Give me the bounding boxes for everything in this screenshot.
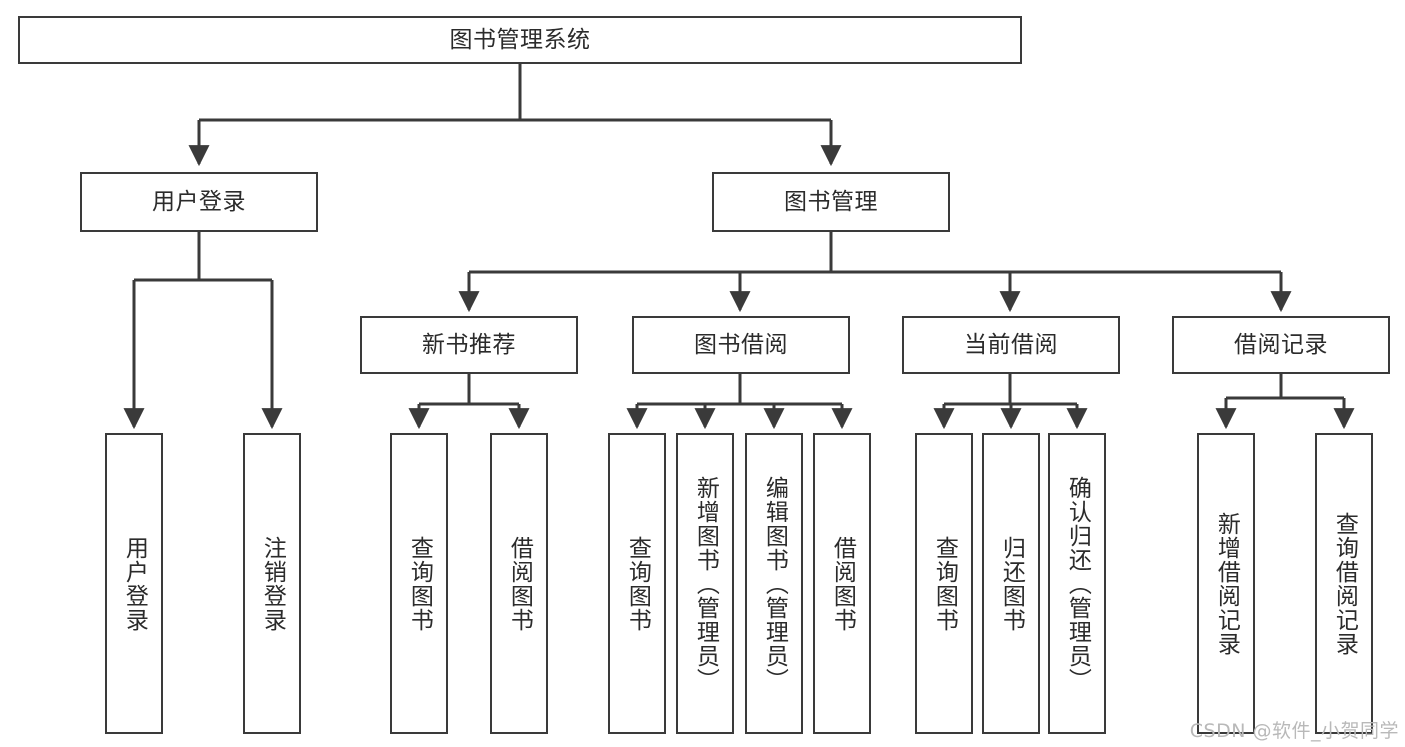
leaf-add-book-label: 新增图书（管理员） [692,475,719,692]
leaf-borrow-book-1[interactable]: 借阅图书 [490,433,548,734]
leaf-edit-book-label: 编辑图书（管理员） [761,475,788,692]
leaf-query-book-1[interactable]: 查询图书 [390,433,448,734]
node-borrow-record[interactable]: 借阅记录 [1172,316,1390,374]
leaf-query-record[interactable]: 查询借阅记录 [1315,433,1373,734]
node-book-borrow-label: 图书借阅 [694,331,788,358]
node-book-manage-label: 图书管理 [784,188,878,215]
leaf-logout-login[interactable]: 注销登录 [243,433,301,734]
leaf-add-record-label: 新增借阅记录 [1213,511,1240,656]
leaf-query-record-label: 查询借阅记录 [1331,511,1358,656]
node-book-borrow[interactable]: 图书借阅 [632,316,850,374]
node-root[interactable]: 图书管理系统 [18,16,1022,64]
leaf-logout-login-label: 注销登录 [259,535,286,632]
leaf-borrow-book-2[interactable]: 借阅图书 [813,433,871,734]
node-current-borrow[interactable]: 当前借阅 [902,316,1120,374]
leaf-add-book[interactable]: 新增图书（管理员） [676,433,734,734]
leaf-user-login-label: 用户登录 [121,535,148,632]
leaf-return-book[interactable]: 归还图书 [982,433,1040,734]
leaf-borrow-book-1-label: 借阅图书 [506,535,533,632]
node-current-borrow-label: 当前借阅 [964,331,1058,358]
leaf-query-book-2-label: 查询图书 [624,535,651,632]
node-new-book-recommend-label: 新书推荐 [422,331,516,358]
leaf-user-login[interactable]: 用户登录 [105,433,163,734]
leaf-add-record[interactable]: 新增借阅记录 [1197,433,1255,734]
leaf-query-book-3[interactable]: 查询图书 [915,433,973,734]
leaf-return-book-label: 归还图书 [998,535,1025,632]
node-user-login-label: 用户登录 [152,188,246,215]
watermark: CSDN @软件_小贺同学 [1189,720,1399,742]
node-user-login[interactable]: 用户登录 [80,172,318,232]
leaf-query-book-1-label: 查询图书 [406,535,433,632]
node-root-label: 图书管理系统 [449,26,591,53]
leaf-borrow-book-2-label: 借阅图书 [829,535,856,632]
leaf-confirm-return-label: 确认归还（管理员） [1064,475,1091,692]
leaf-query-book-2[interactable]: 查询图书 [608,433,666,734]
node-book-manage[interactable]: 图书管理 [712,172,950,232]
leaf-edit-book[interactable]: 编辑图书（管理员） [745,433,803,734]
node-borrow-record-label: 借阅记录 [1234,331,1328,358]
leaf-query-book-3-label: 查询图书 [931,535,958,632]
leaf-confirm-return[interactable]: 确认归还（管理员） [1048,433,1106,734]
node-new-book-recommend[interactable]: 新书推荐 [360,316,578,374]
